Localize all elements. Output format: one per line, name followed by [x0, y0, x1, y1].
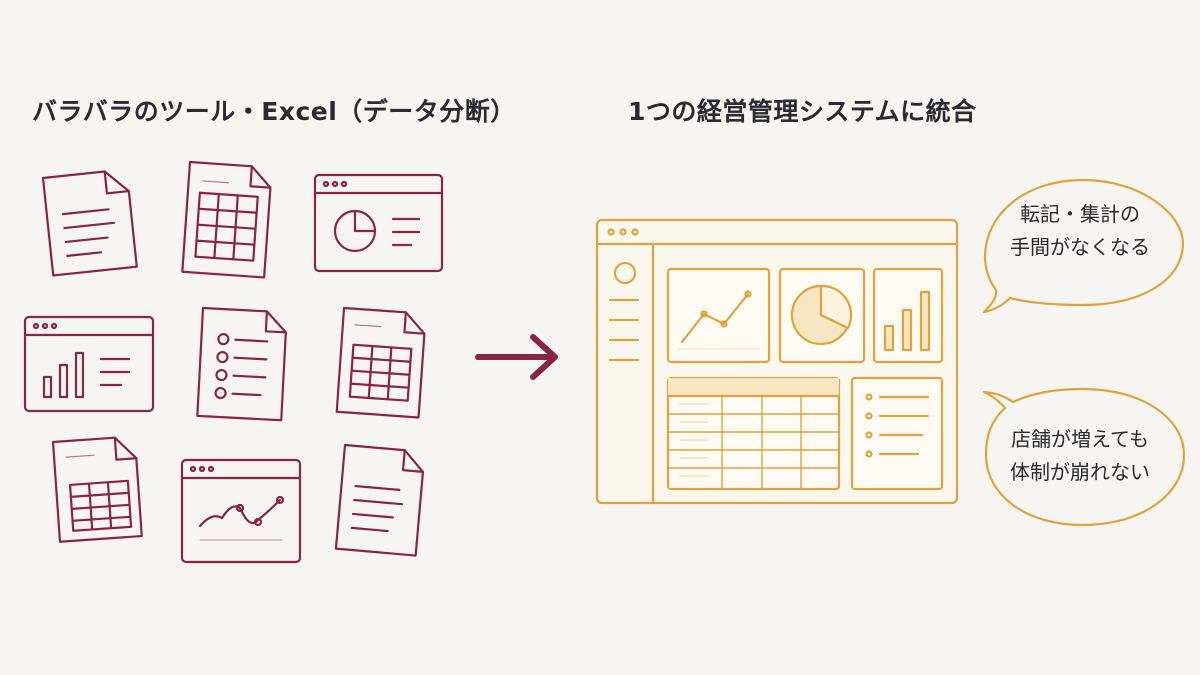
bubble-bottom-line2: 体制が崩れない	[1010, 460, 1150, 484]
arrow-right-icon	[475, 334, 558, 380]
spreadsheet-icon-3	[51, 436, 143, 543]
document-icon-2	[334, 443, 425, 557]
bar-chart-window-icon	[23, 315, 155, 413]
left-heading: バラバラのツール・Excel（データ分断）	[32, 97, 516, 126]
bubble-bottom-line1: 店舗が増えても	[1011, 427, 1149, 451]
line-chart-window-icon	[180, 458, 302, 564]
dashboard-window-icon	[595, 218, 959, 505]
bubble-top-line2: 手間がなくなる	[1010, 235, 1150, 259]
bubble-top-line1: 転記・集計の	[1020, 202, 1140, 226]
right-heading: 1つの経営管理システムに統合	[628, 97, 977, 126]
checklist-document-icon	[196, 306, 287, 422]
spreadsheet-icon	[181, 160, 272, 279]
speech-bubble-top	[982, 178, 1185, 314]
speech-bubble-bottom	[982, 387, 1186, 527]
document-icon	[41, 170, 138, 277]
spreadsheet-icon-2	[335, 306, 426, 419]
bubble-bottom-text: 店舗が増えても 体制が崩れない	[980, 423, 1180, 489]
pie-chart-window-icon	[313, 173, 444, 273]
bubble-top-text: 転記・集計の 手間がなくなる	[980, 198, 1180, 264]
